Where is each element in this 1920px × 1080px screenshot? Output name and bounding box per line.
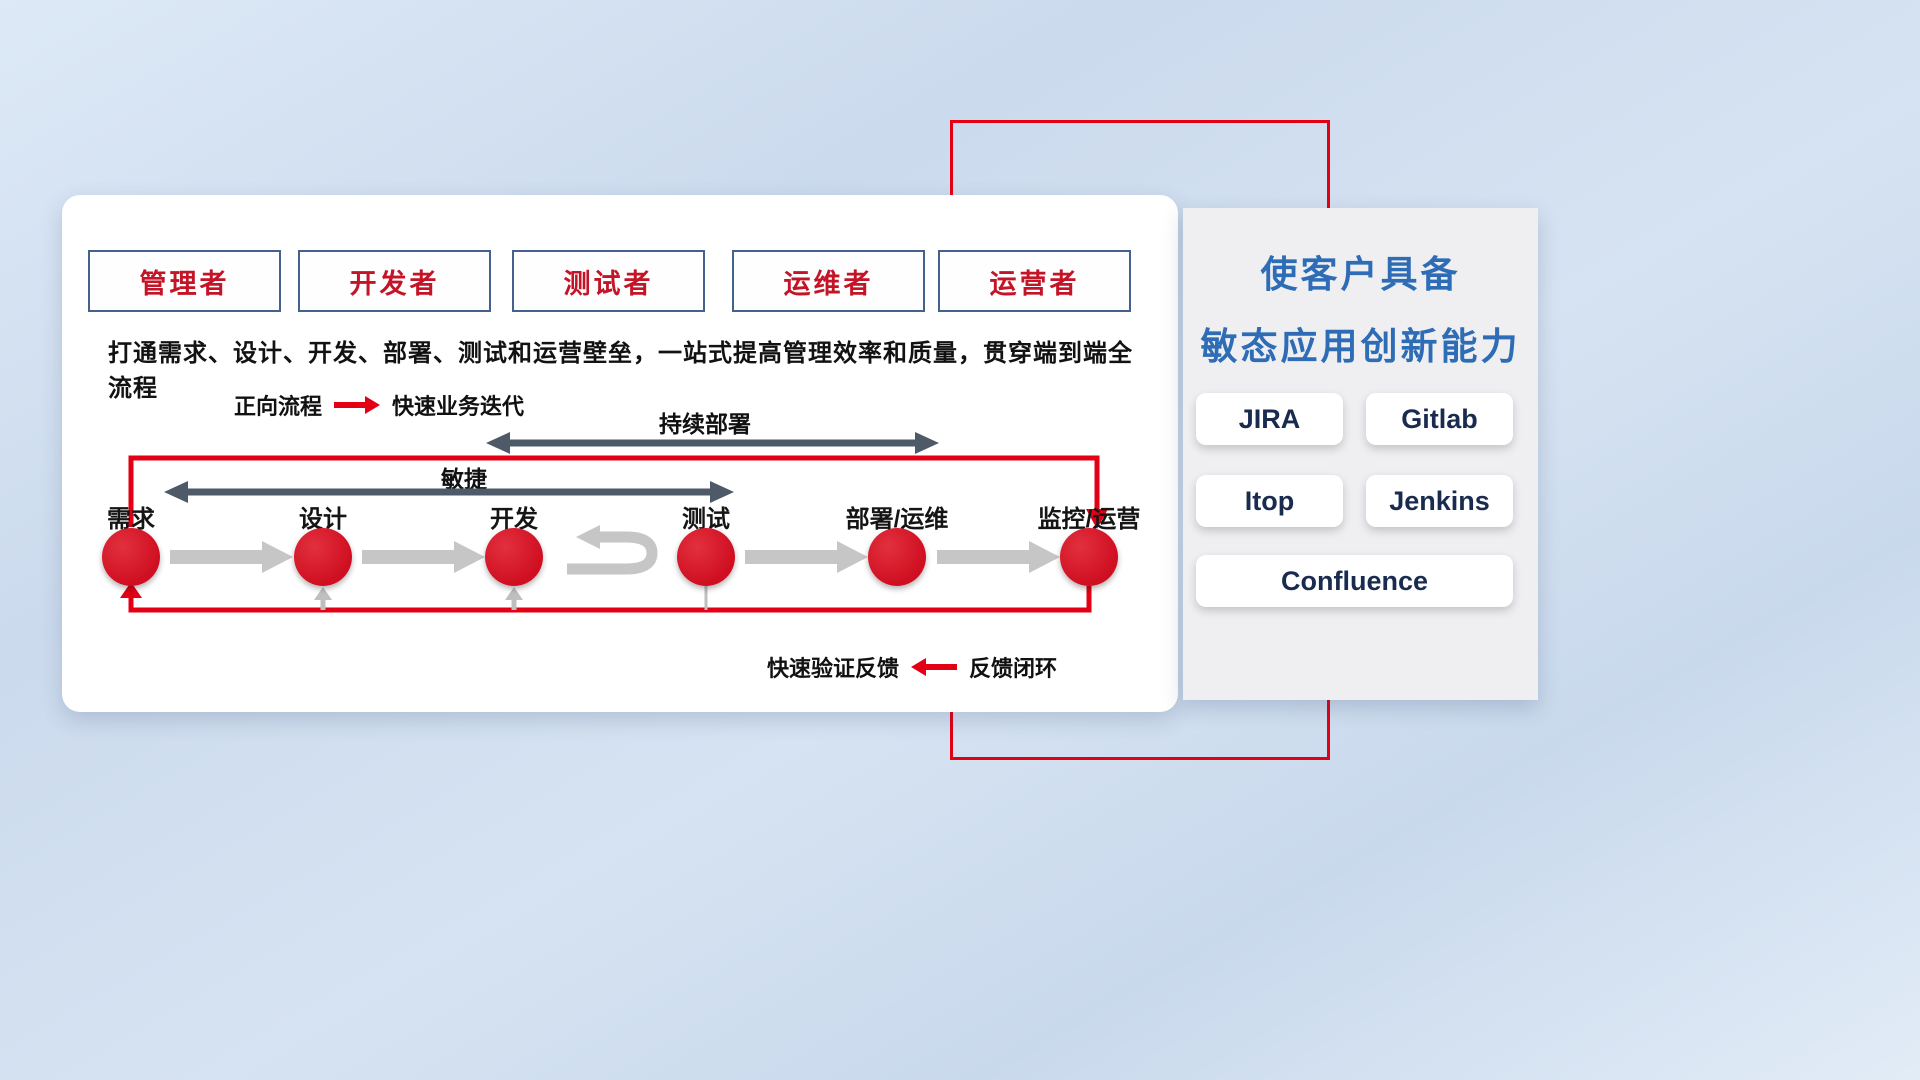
legend-forward-label: 正向流程 xyxy=(234,394,323,419)
cd-span-arrow-icon xyxy=(486,432,939,454)
stage-node-deploy-ops xyxy=(868,528,926,586)
flow-arrow-icon xyxy=(937,541,1060,573)
role-box-tester: 测试者 xyxy=(512,250,705,312)
stage-node-requirements xyxy=(102,528,160,586)
iteration-loop-icon xyxy=(567,525,658,575)
role-box-ops: 运维者 xyxy=(732,250,925,312)
flow-arrow-icon xyxy=(745,541,868,573)
legend-feedback-loop: 快速验证反馈 反馈闭环 xyxy=(767,651,1057,683)
forward-loop-line-icon xyxy=(128,455,1108,529)
feedback-arrow-icon xyxy=(911,658,958,676)
devops-flow-card: 管理者 开发者 测试者 运维者 运营者 打通需求、设计、开发、部署、测试和运营壁… xyxy=(62,195,1178,712)
role-box-operator: 运营者 xyxy=(938,250,1131,312)
legend-feedback-value: 反馈闭环 xyxy=(969,656,1058,681)
agile-span-arrow-icon xyxy=(164,481,734,503)
feedback-stub-arrow-icon xyxy=(505,587,523,610)
capability-panel: 使客户具备 敏态应用创新能力 JIRA Gitlab Itop Jenkins … xyxy=(1183,208,1538,700)
tool-badge-itop: Itop xyxy=(1196,475,1343,527)
panel-title-line2: 敏态应用创新能力 xyxy=(1200,326,1521,367)
legend-forward-flow: 正向流程 快速业务迭代 xyxy=(234,389,524,421)
stage-node-testing xyxy=(677,528,735,586)
feedback-loop-line-icon xyxy=(120,582,1092,613)
role-label: 运维者 xyxy=(783,268,874,299)
tool-badge-confluence: Confluence xyxy=(1196,555,1513,607)
role-label: 运营者 xyxy=(989,268,1080,299)
agile-label: 敏捷 xyxy=(441,466,487,492)
stage-node-development xyxy=(485,528,543,586)
flow-lines xyxy=(120,432,1108,613)
stage-node-monitor-ops xyxy=(1060,528,1118,586)
role-box-developer: 开发者 xyxy=(298,250,491,312)
role-label: 开发者 xyxy=(349,268,440,299)
feedback-stub-arrow-icon xyxy=(314,587,332,610)
tool-badge-jenkins: Jenkins xyxy=(1366,475,1513,527)
tool-badge-jira: JIRA xyxy=(1196,393,1343,445)
legend-feedback-label: 快速验证反馈 xyxy=(767,656,900,681)
role-label: 管理者 xyxy=(139,268,230,299)
flow-arrow-icon xyxy=(362,541,485,573)
continuous-deployment-label: 持续部署 xyxy=(659,411,751,437)
legend-forward-value: 快速业务迭代 xyxy=(392,394,525,419)
forward-arrow-icon xyxy=(334,396,381,414)
panel-title-line1: 使客户具备 xyxy=(1260,254,1461,295)
stage-node-design xyxy=(294,528,352,586)
flow-description: 打通需求、设计、开发、部署、测试和运营壁垒，一站式提高管理效率和质量，贯穿端到端… xyxy=(108,340,1133,402)
role-box-manager: 管理者 xyxy=(88,250,281,312)
tool-badge-gitlab: Gitlab xyxy=(1366,393,1513,445)
role-label: 测试者 xyxy=(563,268,654,299)
flow-arrow-icon xyxy=(170,541,293,573)
